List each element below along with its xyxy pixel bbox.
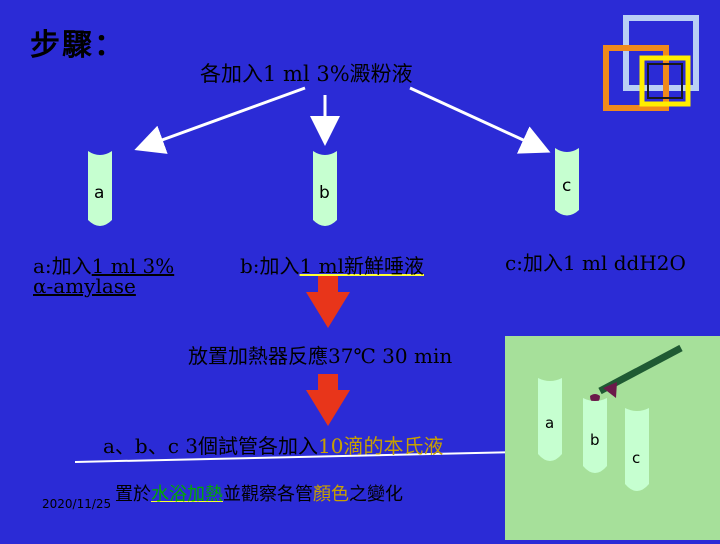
tube-b bbox=[313, 151, 337, 226]
tube-c-label: c bbox=[562, 176, 572, 196]
step-b: b:加入1 ml新鮮唾液 bbox=[240, 250, 424, 279]
step-a-line1: a:加入1 ml 3% bbox=[33, 250, 174, 279]
tube-b-label: b bbox=[319, 183, 330, 203]
red-arrow-1 bbox=[306, 276, 350, 328]
dropper-drop-icon bbox=[603, 382, 617, 398]
slide-date: 2020/11/25 bbox=[42, 497, 112, 511]
result-photo: a b c bbox=[505, 336, 720, 540]
step-final-a: 置於 bbox=[115, 484, 151, 505]
tube-a bbox=[88, 151, 112, 226]
deco-square-yellow bbox=[639, 55, 691, 107]
step-final-water-bath: 水浴加熱 bbox=[151, 484, 223, 505]
photo-tube-a-label: a bbox=[545, 414, 555, 432]
step-add-reagent: a、b、c 3個試管各加入10滴的本氏液 bbox=[103, 430, 443, 459]
tube-a-label: a bbox=[94, 183, 105, 203]
photo-tube-c-label: c bbox=[632, 449, 641, 467]
step-a-enzyme: α-amylase bbox=[33, 274, 136, 298]
connector-line bbox=[74, 451, 521, 463]
step-b-text: 1 ml新鮮唾液 bbox=[299, 254, 424, 278]
decorative-squares bbox=[603, 15, 699, 111]
step-a-prefix: a:加入 bbox=[33, 254, 92, 278]
step-c: c:加入1 ml ddH2O bbox=[505, 251, 686, 275]
step-b-prefix: b:加入 bbox=[240, 254, 300, 278]
arrow-to-c bbox=[409, 86, 551, 154]
tube-c bbox=[555, 148, 579, 216]
photo-tube-a bbox=[538, 378, 562, 461]
deco-square-dark bbox=[647, 63, 683, 99]
photo-tube-b-label: b bbox=[590, 431, 600, 449]
step-final: 置於水浴加熱並觀察各管顏色之變化 bbox=[115, 480, 403, 506]
red-arrow-2 bbox=[306, 374, 350, 426]
step-final-color: 顏色 bbox=[313, 484, 349, 505]
step-final-c: 並觀察各管 bbox=[223, 484, 313, 505]
slide-title: 步驟： bbox=[30, 28, 126, 63]
photo-tube-b bbox=[583, 398, 607, 473]
deco-square-light bbox=[623, 15, 699, 91]
top-instruction: 各加入1 ml 3%澱粉液 bbox=[200, 62, 413, 86]
step-a-amount: 1 ml 3% bbox=[91, 254, 175, 278]
photo-tube-c bbox=[625, 408, 649, 491]
step-final-e: 之變化 bbox=[349, 484, 403, 505]
arrow-to-a bbox=[134, 86, 306, 154]
deco-square-orange bbox=[603, 45, 669, 111]
step-add-reagent-text: a、b、c 3個試管各加入 bbox=[103, 434, 319, 458]
step-incubate: 放置加熱器反應37℃ 30 min bbox=[188, 344, 453, 368]
step-add-reagent-highlight: 10滴的本氏液 bbox=[318, 434, 444, 458]
photo-illustration bbox=[538, 344, 683, 491]
